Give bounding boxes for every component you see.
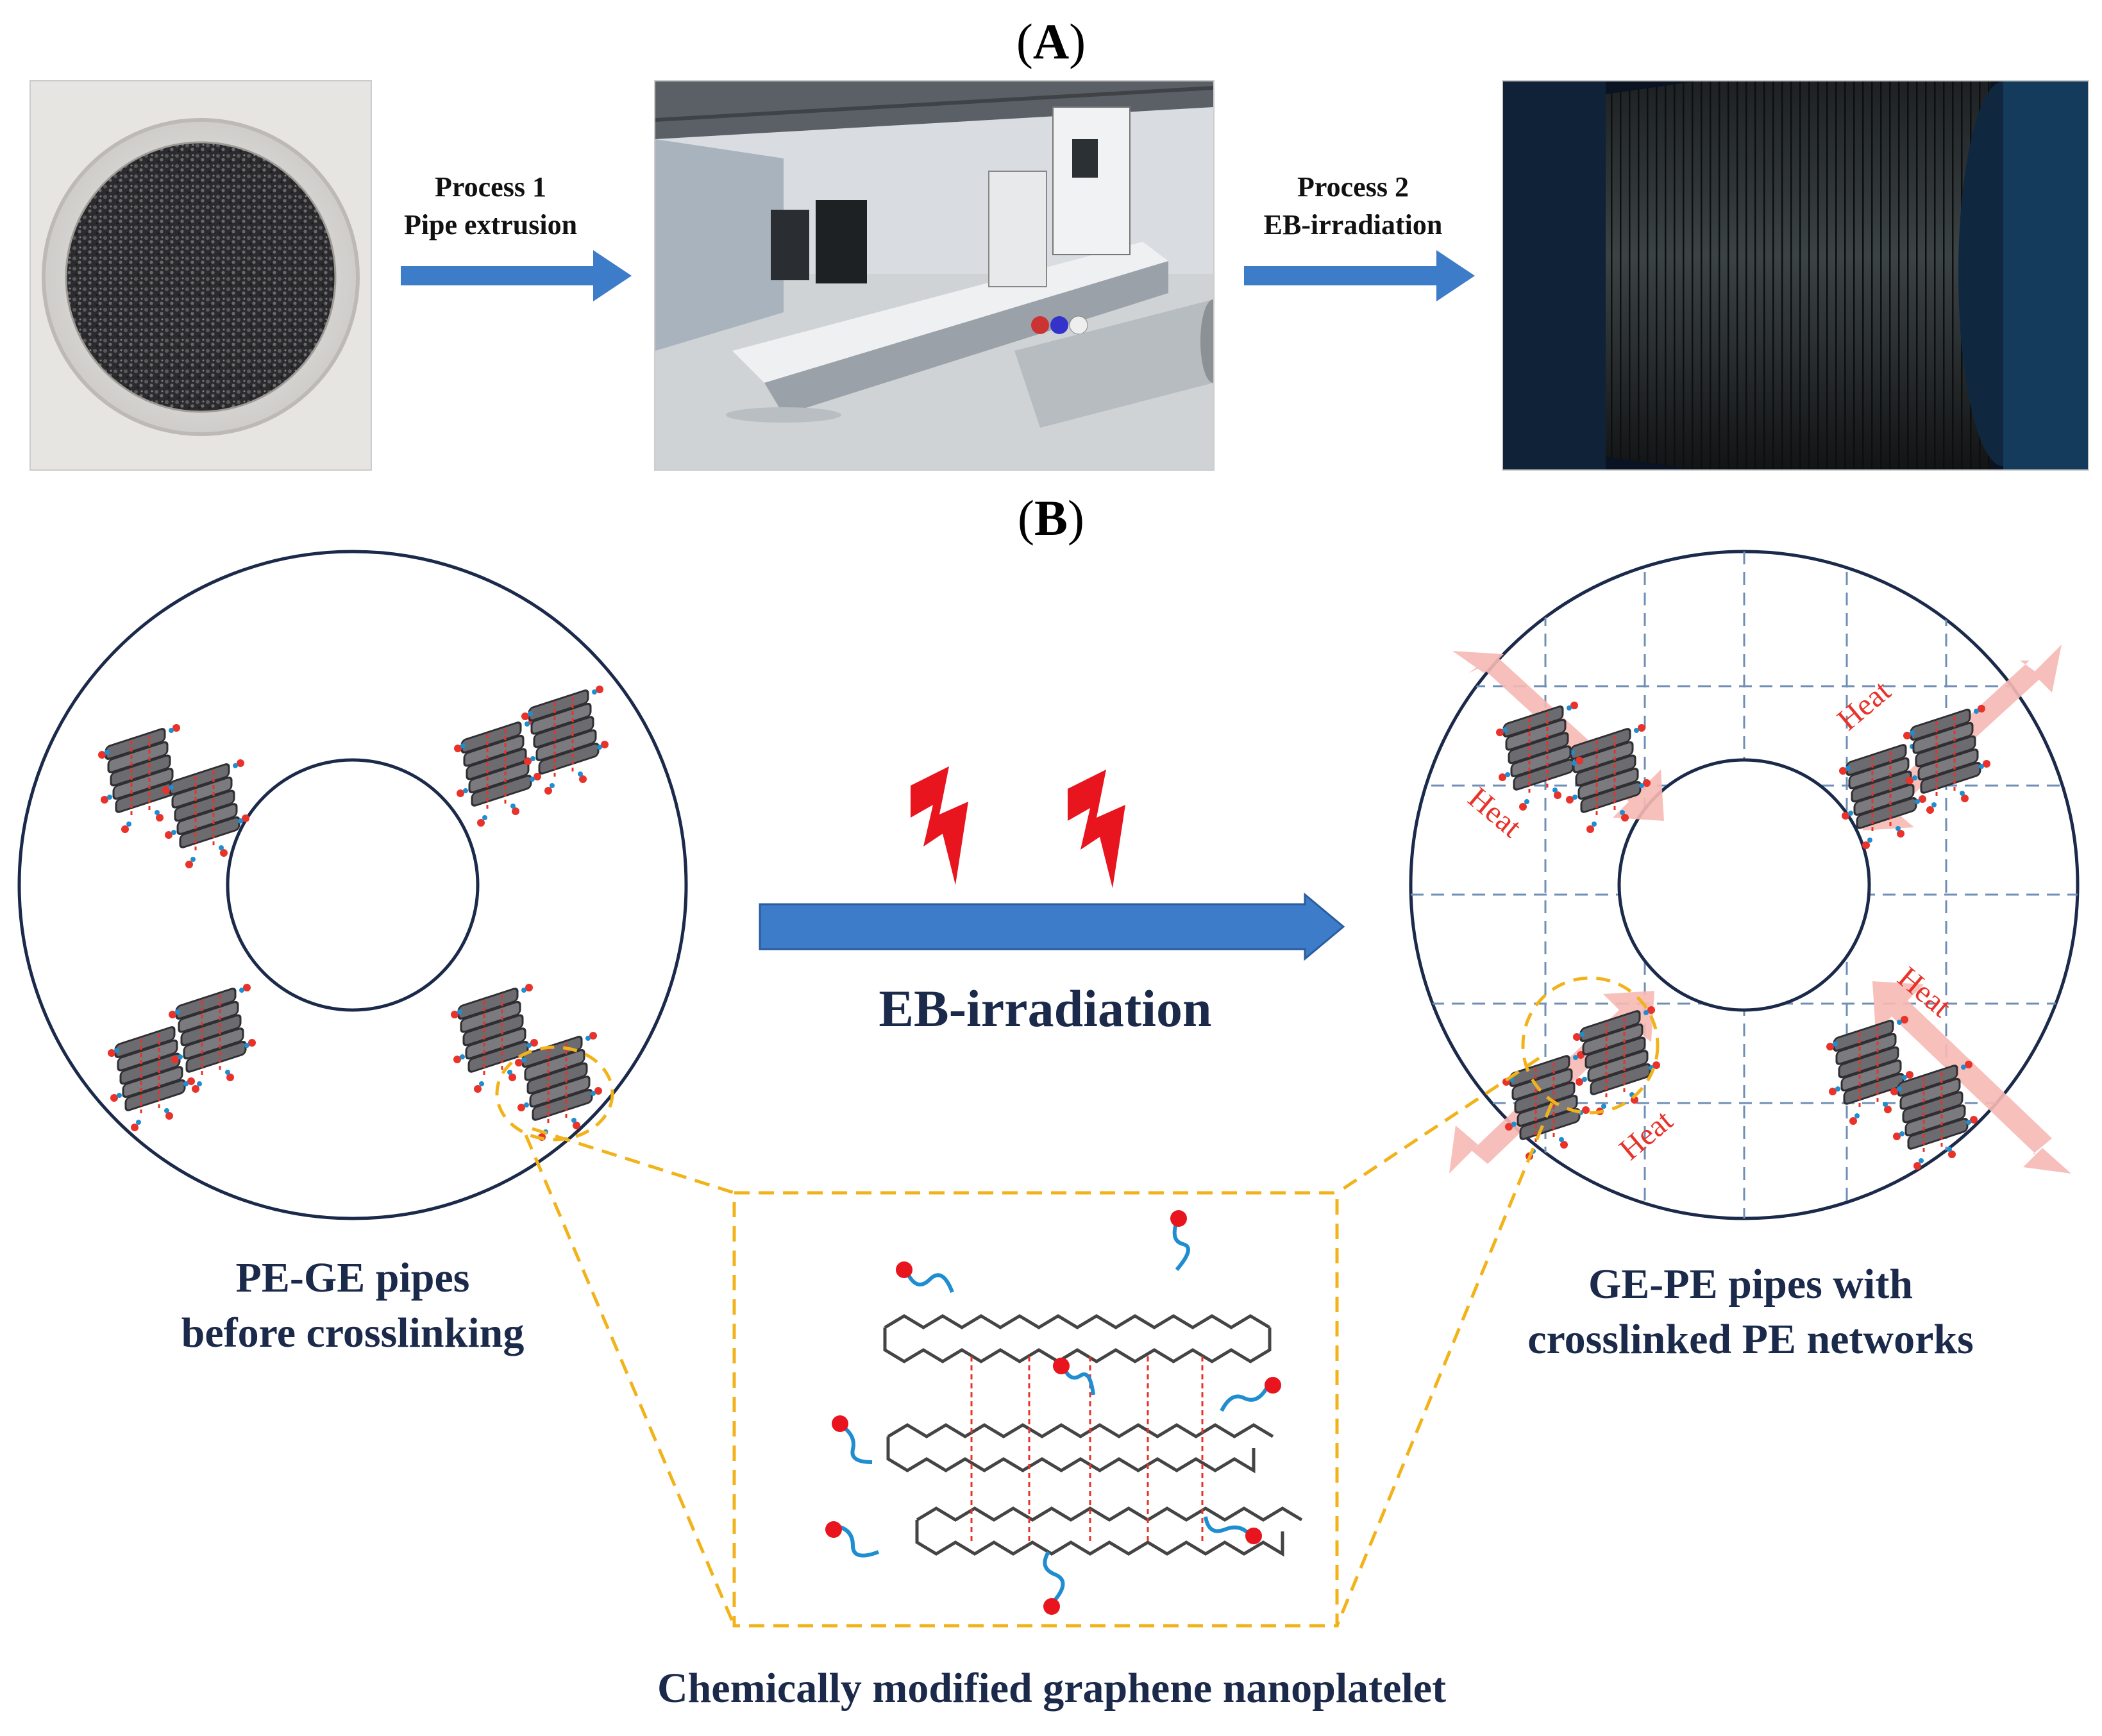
panel-a-label: (A) [1016, 13, 1086, 69]
left-pipe-caption: PE-GE pipes before crosslinking [181, 1254, 525, 1356]
pipe-coil-photo [1502, 80, 2089, 471]
process1-arrow [401, 250, 632, 301]
process2-label: Process 2 EB-irradiation [1263, 171, 1443, 241]
eb-irradiation-arrow [759, 892, 1345, 961]
panel-b-label: (B) [1018, 490, 1084, 546]
process1-label: Process 1 Pipe extrusion [403, 171, 578, 241]
graphene-nanoplatelet-detail [883, 1314, 1303, 1557]
bottom-caption: Chemically modified graphene nanoplatele… [657, 1665, 1447, 1712]
lightning-bolt-icon [911, 766, 968, 885]
extrusion-line-photo [654, 80, 1215, 471]
granules-photo [29, 80, 372, 471]
eb-irradiation-label: EB-irradiation [879, 979, 1212, 1038]
zoom-box [524, 1056, 1554, 1628]
right-pipe-caption: GE-PE pipes with crosslinked PE networks [1527, 1261, 1974, 1363]
lightning-bolt-icon [1068, 770, 1125, 888]
left-pipe-cross-section [17, 550, 688, 1220]
right-pipe-cross-section: Heat Heat Heat Heat [1409, 550, 2080, 1220]
process2-arrow [1244, 250, 1475, 301]
